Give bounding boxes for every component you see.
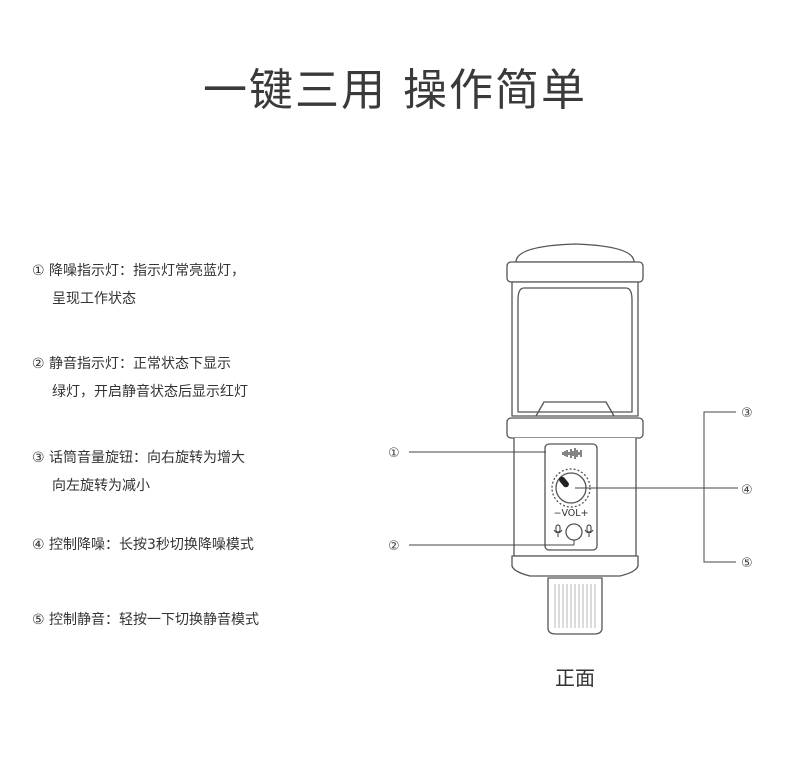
- feature-5-line1: ⑤ 控制静音：轻按一下切换静音模式: [32, 612, 260, 628]
- mic-upper-ring: [506, 261, 644, 283]
- mute-button-icon: [565, 523, 583, 541]
- feature-5: ⑤ 控制静音：轻按一下切换静音模式: [32, 606, 259, 634]
- callout-5: ⑤: [741, 556, 753, 571]
- feature-1-line2: 呈现工作状态: [52, 291, 136, 307]
- mic-grille-notch: [535, 401, 615, 417]
- callout-2: ②: [388, 539, 400, 554]
- feature-3-line1: ③ 话筒音量旋钮：向右旋转为增大: [32, 450, 246, 466]
- page-title: 一键三用 操作简单: [203, 65, 587, 116]
- feature-3: ③ 话筒音量旋钮：向右旋转为增大 向左旋转为减小: [32, 444, 245, 500]
- feature-1: ① 降噪指示灯：指示灯常亮蓝灯， 呈现工作状态: [32, 257, 245, 313]
- mic-mute-icon: [553, 524, 563, 537]
- mic-grille: [511, 281, 639, 417]
- mic-on-icon: [584, 524, 594, 537]
- feature-2-line1: ② 静音指示灯：正常状态下显示: [32, 356, 232, 372]
- feature-3-line2: 向左旋转为减小: [52, 478, 150, 494]
- feature-4: ④ 控制降噪：长按3秒切换降噪模式: [32, 531, 254, 559]
- callout-bracket: [703, 411, 736, 563]
- callout-1: ①: [388, 446, 400, 461]
- mic-bottom-ring: [511, 555, 639, 577]
- vol-label: −VOL+: [553, 508, 588, 519]
- feature-4-line1: ④ 控制降噪：长按3秒切换降噪模式: [32, 537, 254, 553]
- mic-mid-ring: [506, 417, 644, 439]
- callout-4: ④: [741, 483, 753, 498]
- mic-grille-inner: [517, 287, 633, 413]
- waveform-icon: [562, 448, 582, 459]
- mic-top-cap: [515, 243, 635, 263]
- callout-3: ③: [741, 406, 753, 421]
- feature-2-line2: 绿灯，开启静音状态后显示红灯: [52, 384, 248, 400]
- feature-2: ② 静音指示灯：正常状态下显示 绿灯，开启静音状态后显示红灯: [32, 350, 248, 406]
- feature-1-line1: ① 降噪指示灯：指示灯常亮蓝灯，: [32, 263, 246, 279]
- connector-ribs-icon: [554, 584, 596, 628]
- knob-pointer-icon: [559, 476, 569, 488]
- front-view-caption: 正面: [555, 666, 595, 690]
